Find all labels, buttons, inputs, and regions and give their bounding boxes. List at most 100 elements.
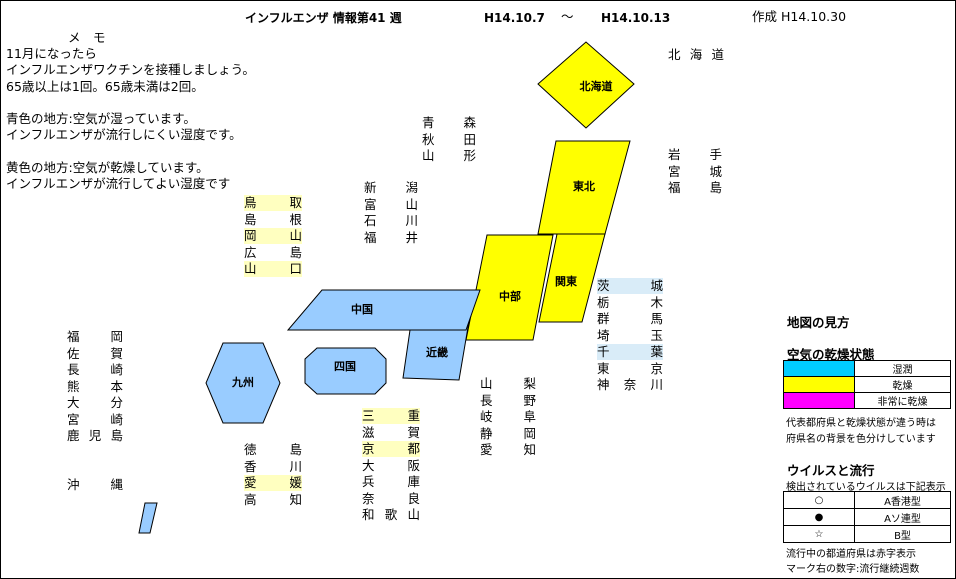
prefecture-char: 千 <box>597 344 610 359</box>
prefecture-chubu: 長野 <box>480 393 536 409</box>
prefecture-char: 城 <box>709 163 722 179</box>
prefecture-char: 知 <box>523 442 536 457</box>
prefecture-char: 石 <box>364 213 377 228</box>
prefecture-char: 茨 <box>597 278 610 293</box>
virus-label: A香港型 <box>854 491 951 509</box>
dryness-note-1: 代表都府県と乾燥状態が違う時は <box>786 418 936 429</box>
prefecture-char: 島 <box>110 428 123 443</box>
prefecture-shikoku: 徳島 <box>244 442 302 458</box>
prefecture-char: 福 <box>668 180 681 195</box>
prefecture-shikoku: 愛媛 <box>244 475 302 491</box>
prefecture-char: 媛 <box>289 475 302 490</box>
prefecture-char: 福 <box>67 329 80 344</box>
prefecture-kanto: 栃木 <box>597 295 663 311</box>
prefecture-char: 海 <box>689 47 703 62</box>
prefecture-chubu: 静岡 <box>480 426 536 442</box>
prefecture-char: 山 <box>407 507 420 522</box>
memo-title: メ モ <box>68 30 106 45</box>
prefecture-char: 岡 <box>523 425 536 441</box>
prefecture-char: 島 <box>289 244 302 260</box>
prefecture-char: 長 <box>67 362 80 377</box>
region-hokkaido <box>537 41 635 129</box>
prefecture-tohoku-right: 岩手 <box>668 147 722 163</box>
prefecture-char: 香 <box>244 458 257 474</box>
prefecture-kanto: 茨城 <box>597 278 663 294</box>
prefecture-char: 秋 <box>422 131 435 147</box>
dryness-label: 乾燥 <box>854 376 951 393</box>
prefecture-char: 鳥 <box>244 195 257 210</box>
dryness-note-2: 府県名の背景を色分けしています <box>786 434 936 445</box>
prefecture-char: 愛 <box>480 442 493 457</box>
prefecture-char: 井 <box>405 229 418 245</box>
prefecture-char: 奈 <box>362 490 375 506</box>
prefecture-kinki: 京都 <box>362 441 420 457</box>
prefecture-char: 馬 <box>650 311 663 326</box>
prefecture-char: 新 <box>364 180 377 195</box>
prefecture-chubu: 愛知 <box>480 442 536 458</box>
prefecture-hokkaido: 北海道 <box>668 47 724 63</box>
prefecture-char: 口 <box>289 261 302 276</box>
prefecture-char: 縄 <box>110 477 123 492</box>
prefecture-char: 滋 <box>362 424 375 440</box>
prefecture-char: 田 <box>463 131 476 147</box>
dryness-swatch <box>783 360 855 377</box>
prefecture-char: 賀 <box>110 345 123 361</box>
prefecture-char: 三 <box>362 408 375 423</box>
created-date: 作成 H14.10.30 <box>752 9 847 24</box>
prefecture-chubu: 岐阜 <box>480 409 536 425</box>
prefecture-char: 岐 <box>480 409 493 424</box>
prefecture-char: 大 <box>362 457 375 473</box>
prefecture-char: 愛 <box>244 475 257 490</box>
prefecture-char: 歌 <box>384 507 398 522</box>
label-kinki: 近畿 <box>426 345 448 359</box>
prefecture-char: 高 <box>244 491 257 507</box>
prefecture-char: 本 <box>110 378 123 394</box>
virus-label: B型 <box>854 525 951 543</box>
prefecture-tohoku-right: 宮城 <box>668 164 722 180</box>
date-from: H14.10.7 <box>484 11 545 25</box>
prefecture-chugoku: 鳥取 <box>244 195 302 211</box>
prefecture-kanto: 埼玉 <box>597 328 663 344</box>
prefecture-kyushu: 大分 <box>67 395 123 411</box>
label-shikoku: 四国 <box>334 360 356 373</box>
prefecture-char: 徳 <box>244 442 257 457</box>
prefecture-char: 重 <box>407 408 420 423</box>
prefecture-kinki: 奈良 <box>362 491 420 507</box>
dryness-label: 非常に乾燥 <box>854 392 951 409</box>
prefecture-kyushu: 鹿児島 <box>67 428 123 444</box>
prefecture-char: 都 <box>407 441 420 456</box>
memo-line: インフルエンザが流行しにくい湿度です。 <box>6 127 242 143</box>
prefecture-kyushu: 宮崎 <box>67 412 123 428</box>
prefecture-char: 森 <box>463 115 476 130</box>
prefecture-hokuriku: 福井 <box>364 230 418 246</box>
prefecture-char: 京 <box>362 441 375 456</box>
prefecture-char: 川 <box>650 377 663 392</box>
prefecture-char: 山 <box>405 196 418 212</box>
region-shikoku <box>304 347 387 395</box>
prefecture-kyushu: 佐賀 <box>67 346 123 362</box>
memo-text: 11月になったらインフルエンザワクチンを接種しましょう。65歳以上は1回。65歳… <box>6 46 255 193</box>
prefecture-char: 群 <box>597 311 610 326</box>
region-okinawa <box>138 502 158 534</box>
memo-line: 11月になったら <box>6 46 97 61</box>
label-chubu: 中部 <box>499 289 521 303</box>
virus-mark-icon: ○ <box>783 491 855 509</box>
prefecture-char: 木 <box>650 294 663 310</box>
virus-footnote-1: 流行中の都道府県は赤字表示 <box>786 549 916 560</box>
prefecture-chugoku: 広島 <box>244 245 302 261</box>
prefecture-char: 岡 <box>244 228 257 243</box>
prefecture-char: 崎 <box>110 411 123 427</box>
page-title: インフルエンザ 情報第41 週 <box>245 11 402 25</box>
prefecture-char: 栃 <box>597 294 610 310</box>
prefecture-char: 北 <box>668 47 681 62</box>
prefecture-char: 静 <box>480 425 493 441</box>
prefecture-char: 和 <box>362 507 375 522</box>
prefecture-char: 良 <box>407 490 420 506</box>
prefecture-hokuriku: 富山 <box>364 197 418 213</box>
prefecture-char: 山 <box>422 148 435 163</box>
label-kyushu: 九州 <box>231 375 254 389</box>
prefecture-char: 城 <box>650 278 663 293</box>
prefecture-char: 川 <box>405 213 418 228</box>
prefecture-chubu: 山梨 <box>480 376 536 392</box>
prefecture-char: 兵 <box>362 474 375 489</box>
